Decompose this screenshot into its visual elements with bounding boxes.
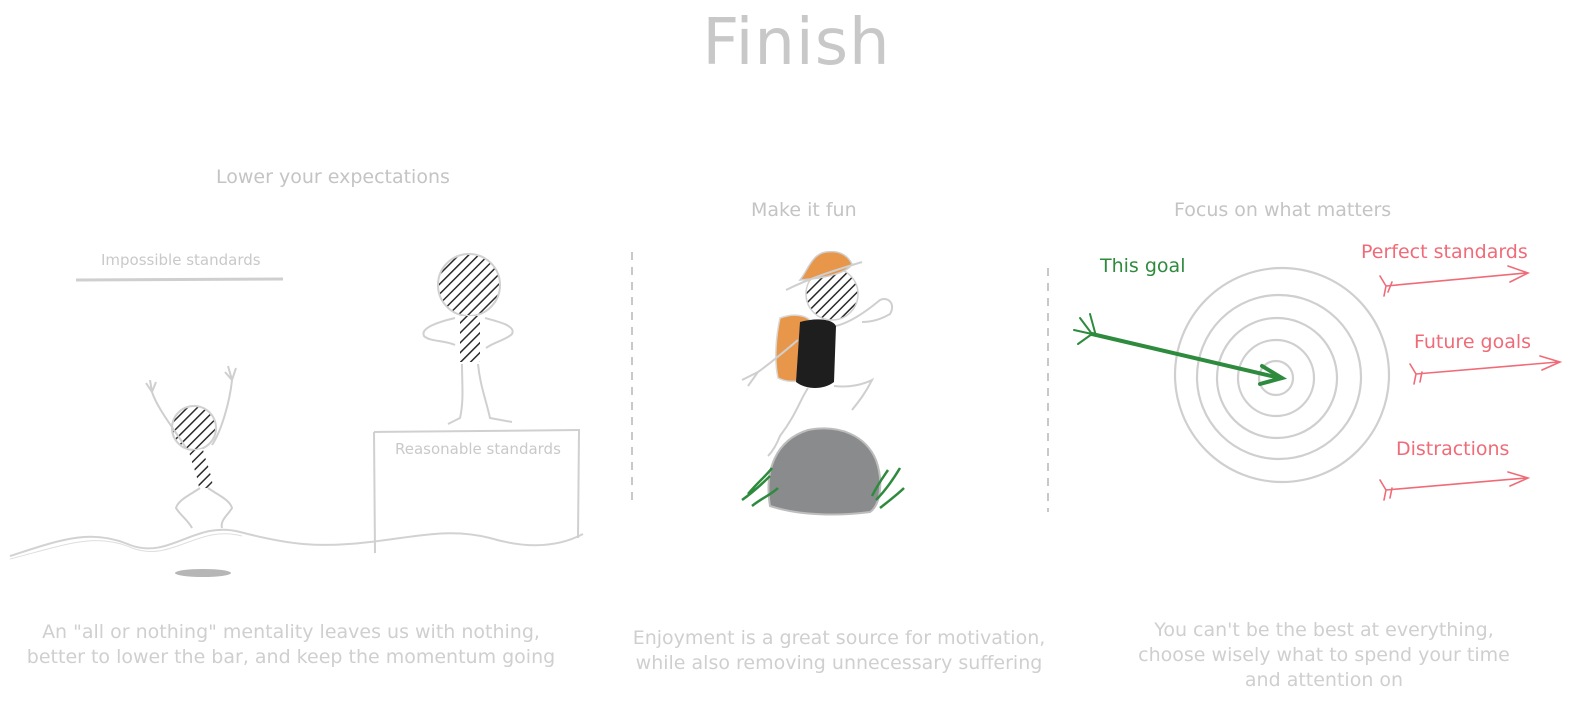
heading-lower-expectations: Lower your expectations [216,166,450,188]
heading-focus: Focus on what matters [1174,199,1392,221]
this-goal-label: This goal [1100,255,1186,277]
rock [767,427,882,516]
ground-line [9,528,584,557]
caption-lower-expectations: An "all or nothing" mentality leaves us … [0,620,582,670]
caption-make-it-fun: Enjoyment is a great source for motivati… [610,626,1068,676]
impossible-bar [75,277,284,282]
standing-figure [422,253,514,425]
distractions-label: Distractions [1396,438,1510,460]
target-rings [1173,266,1391,484]
caption-line: while also removing unnecessary sufferin… [635,652,1043,674]
future-goals-label: Future goals [1414,331,1532,353]
jumping-figure [145,365,237,529]
caption-line: Enjoyment is a great source for motivati… [632,627,1046,649]
heading-make-it-fun: Make it fun [751,199,857,221]
jump-shadow [175,569,231,577]
caption-line: An "all or nothing" mentality leaves us … [42,621,540,643]
impossible-standards-label: Impossible standards [101,251,261,269]
perfect-standards-label: Perfect standards [1361,241,1528,263]
caption-line: better to lower the bar, and keep the mo… [26,646,556,668]
distractor-arrows [1379,265,1563,501]
caption-line: choose wisely what to spend your time [1138,644,1510,666]
reasonable-platform [373,429,581,554]
hiker-figure [741,250,905,516]
goal-arrow [1073,313,1288,386]
caption-line: You can't be the best at everything, [1154,619,1494,641]
caption-line: and attention on [1244,669,1404,691]
page-title: Finish [702,6,891,80]
reasonable-standards-label: Reasonable standards [395,440,561,458]
caption-focus: You can't be the best at everything, cho… [1118,618,1530,693]
